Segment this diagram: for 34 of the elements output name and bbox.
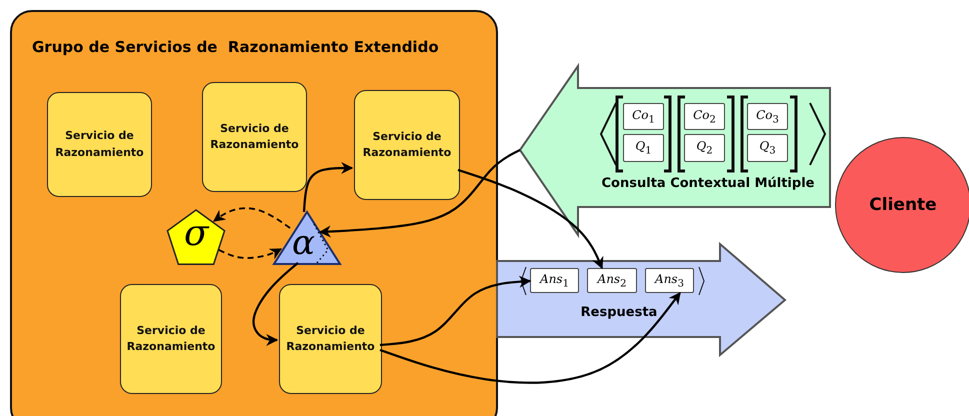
math-term: Ans$_{1}$ (530, 268, 579, 293)
service-box (202, 82, 307, 192)
group-title: Grupo de Servicios de Razonamiento Extendido (32, 38, 439, 56)
query-label: Consulta Contextual Múltiple (600, 176, 816, 191)
math-term: Q$_{3}$ (747, 134, 788, 162)
arrow (218, 248, 282, 260)
math-term: Q$_{1}$ (623, 134, 664, 162)
math-term: Q$_{2}$ (684, 134, 725, 162)
sigma-symbol: σ (184, 214, 209, 254)
service-label: Servicio de Razonamiento (54, 128, 145, 160)
arrow (213, 207, 291, 229)
arrow (380, 276, 532, 346)
arrow (252, 262, 299, 346)
alpha-symbol: α (292, 224, 315, 262)
math-term: Ans$_{3}$ (645, 268, 694, 293)
math-term: Co$_{3}$ (747, 103, 788, 130)
arrow (380, 292, 681, 384)
service-label: Servicio de Razonamiento (126, 322, 216, 355)
group-panel (10, 10, 498, 416)
arrow (318, 149, 520, 238)
response-label: Respuesta (580, 305, 658, 320)
arrow (302, 162, 354, 212)
service-label: Servicio de Razonamiento (362, 128, 452, 161)
service-box (354, 90, 460, 200)
service-label: Servicio de Razonamiento (285, 322, 376, 355)
math-term: Co$_{1}$ (623, 103, 664, 130)
math-term: Co$_{2}$ (684, 103, 725, 130)
service-label: Servicio de Razonamiento (209, 120, 300, 153)
math-term: Ans$_{2}$ (587, 268, 637, 293)
arrow (458, 168, 604, 270)
client-label: Cliente (869, 195, 937, 215)
service-box (47, 92, 152, 197)
service-box (279, 284, 382, 394)
service-box (120, 284, 222, 394)
